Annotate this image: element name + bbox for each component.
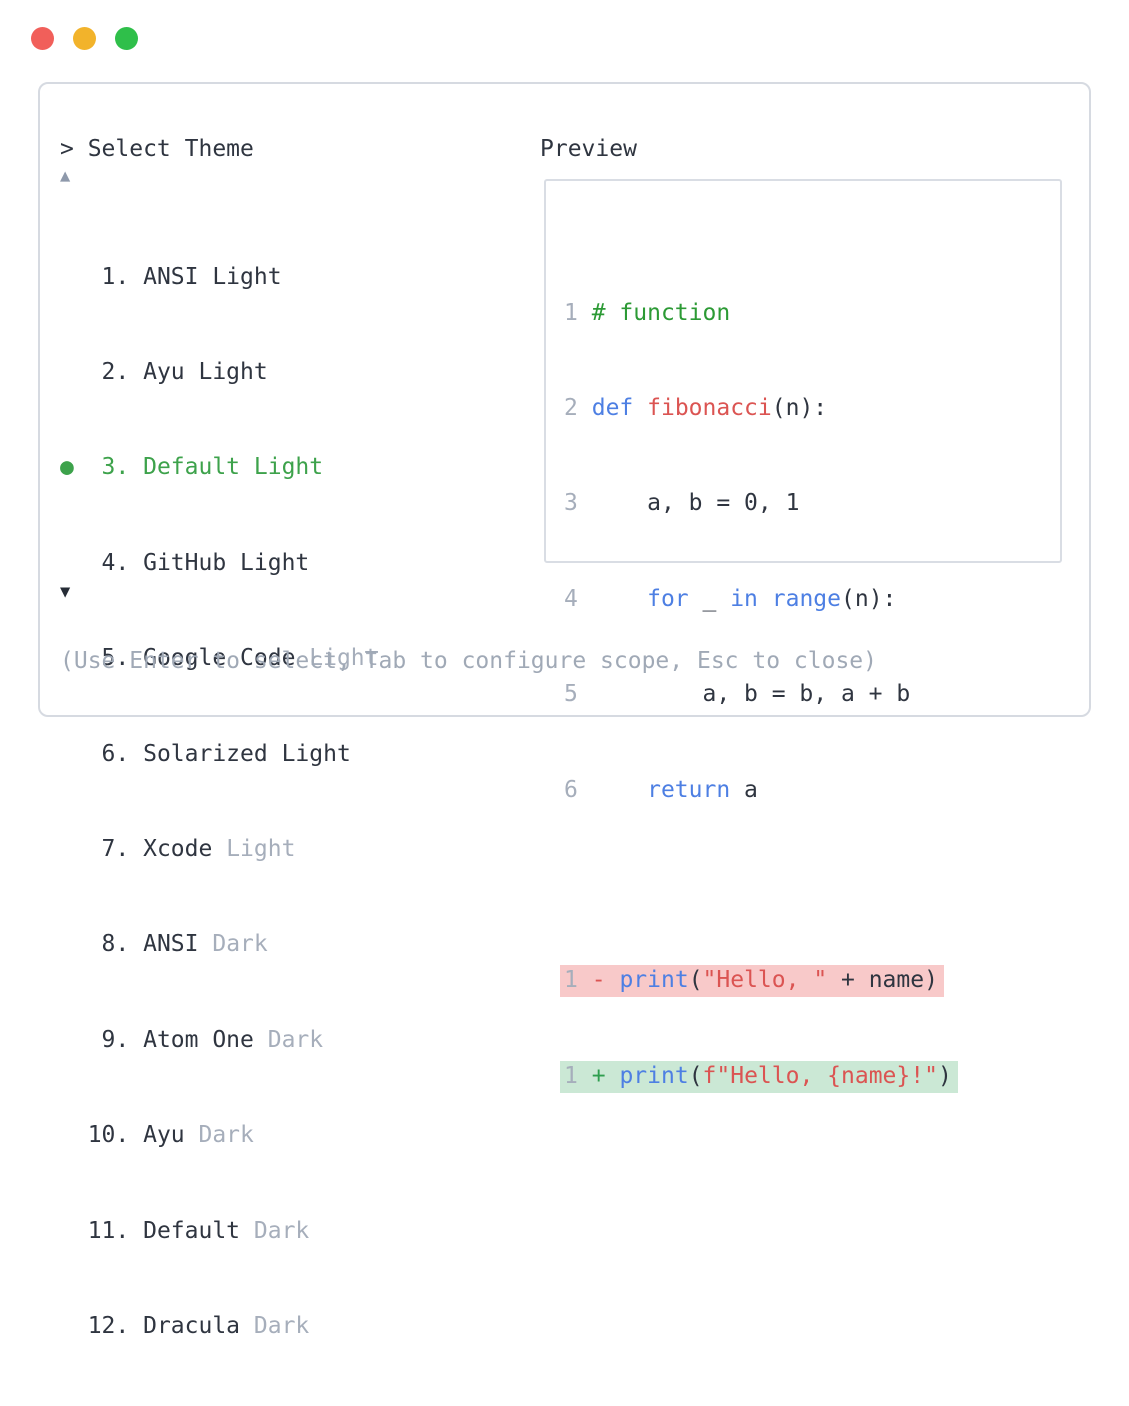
option-label-secondary: Dark: [212, 931, 268, 958]
line-number: 3: [564, 490, 578, 517]
theme-option-ayu-dark[interactable]: 10. Ayu Dark: [60, 1120, 379, 1152]
theme-picker-panel: > Select Theme Preview ▲ 1. ANSI Light 2…: [38, 82, 1091, 1339]
code-line: 6 return a: [564, 776, 758, 803]
option-label: Ayu: [143, 1122, 199, 1149]
option-label: Ayu Light: [143, 358, 268, 385]
window-controls: [31, 27, 138, 50]
theme-option-atom-one-dark[interactable]: 9. Atom One Dark: [60, 1025, 379, 1057]
code-line: 4 for _ in range(n):: [564, 585, 897, 612]
code-line: 5 a, b = b, a + b: [564, 681, 911, 708]
option-label-secondary: Dark: [253, 1217, 310, 1244]
line-number: 6: [564, 776, 578, 803]
theme-option-solarized-light[interactable]: 6. Solarized Light: [60, 739, 379, 771]
option-number: 6.: [87, 740, 144, 767]
hint-text: (Use Enter to select, Tab to configure s…: [60, 648, 877, 674]
minimize-window-icon[interactable]: [73, 27, 96, 50]
option-label: Default Light: [143, 454, 324, 481]
option-label: Default: [143, 1217, 254, 1244]
option-label-secondary: Dark: [253, 1312, 310, 1339]
diff-plus-sign: +: [591, 1062, 606, 1089]
option-number: 12.: [87, 1312, 144, 1339]
line-number: 5: [564, 681, 578, 708]
theme-option-ansi-dark[interactable]: 8. ANSI Dark: [60, 929, 379, 961]
close-window-icon[interactable]: [31, 27, 54, 50]
selected-indicator-icon: [60, 359, 88, 385]
option-label: Solarized Light: [143, 740, 351, 767]
option-number: 8.: [87, 931, 144, 958]
code-line: 1 # function: [564, 299, 731, 326]
theme-option-xcode-light[interactable]: 7. Xcode Light: [60, 834, 379, 866]
selected-indicator-icon: [60, 264, 88, 290]
maximize-window-icon[interactable]: [115, 27, 138, 50]
theme-option-default-light[interactable]: ● 3. Default Light: [60, 452, 379, 484]
diff-removed-line: 1 - print("Hello, " + name): [560, 965, 958, 998]
theme-option-default-dark[interactable]: 11. Default Dark: [60, 1216, 379, 1248]
option-number: 4.: [87, 549, 144, 576]
option-label-secondary: Dark: [267, 1026, 324, 1053]
option-number: 9.: [87, 1026, 144, 1053]
option-number: 1.: [87, 263, 144, 290]
theme-option-ayu-light[interactable]: 2. Ayu Light: [60, 357, 379, 389]
picker-prompt: > Select Theme: [60, 136, 254, 162]
selected-indicator-icon: [60, 1122, 88, 1148]
scroll-down-icon[interactable]: ▼: [60, 582, 71, 602]
theme-option-github-light[interactable]: 4. GitHub Light: [60, 548, 379, 580]
blank-line: [564, 870, 958, 902]
selected-indicator-icon: [60, 1027, 88, 1053]
option-number: 5.: [87, 645, 144, 672]
selected-indicator-icon: ●: [60, 454, 88, 481]
preview-title: Preview: [540, 136, 637, 162]
selected-indicator-icon: [60, 931, 88, 957]
theme-option-dracula-dark[interactable]: 12. Dracula Dark: [60, 1311, 379, 1343]
option-label: ANSI: [143, 931, 213, 958]
theme-list: 1. ANSI Light 2. Ayu Light ● 3. Default …: [60, 198, 379, 1406]
theme-option-ansi-light[interactable]: 1. ANSI Light: [60, 262, 379, 294]
diff-minus-sign: -: [591, 967, 606, 994]
option-label: Dracula: [143, 1312, 254, 1339]
scroll-up-icon[interactable]: ▲: [60, 166, 71, 186]
selected-indicator-icon: [60, 741, 88, 767]
code-line: 2 def fibonacci(n):: [564, 394, 828, 421]
option-number: 3.: [87, 454, 144, 481]
code-preview-pane: 1 # function 2 def fibonacci(n): 3 a, b …: [544, 179, 1062, 1093]
code-line: 3 a, b = 0, 1: [564, 490, 800, 517]
selected-indicator-icon: [60, 836, 88, 862]
option-number: 11.: [87, 1217, 144, 1244]
option-label: Atom One: [143, 1026, 268, 1053]
line-number: 4: [564, 585, 578, 612]
line-number: 1: [564, 299, 578, 326]
option-number: 7.: [87, 835, 144, 862]
selected-indicator-icon: [60, 1218, 88, 1244]
selected-indicator-icon: [60, 550, 88, 576]
code-sample: 1 # function 2 def fibonacci(n): 3 a, b …: [560, 234, 958, 1156]
line-number: 1: [564, 967, 578, 994]
option-label: GitHub Light: [143, 549, 310, 576]
line-number: 2: [564, 394, 578, 421]
option-label-secondary: Light: [309, 645, 379, 672]
option-number: 10.: [87, 1122, 144, 1149]
theme-option-google-code-light[interactable]: 5. Google Code Light: [60, 643, 379, 675]
selected-indicator-icon: [60, 1313, 88, 1339]
option-number: 2.: [87, 358, 144, 385]
option-label-secondary: Dark: [198, 1122, 254, 1149]
line-number: 1: [564, 1062, 578, 1089]
option-label: ANSI Light: [143, 263, 282, 290]
option-label-secondary: Light: [226, 835, 296, 862]
diff-added-line: 1 + print(f"Hello, {name}!"): [560, 1060, 958, 1093]
option-label: Xcode: [143, 835, 227, 862]
option-label: Google Code: [143, 645, 310, 672]
